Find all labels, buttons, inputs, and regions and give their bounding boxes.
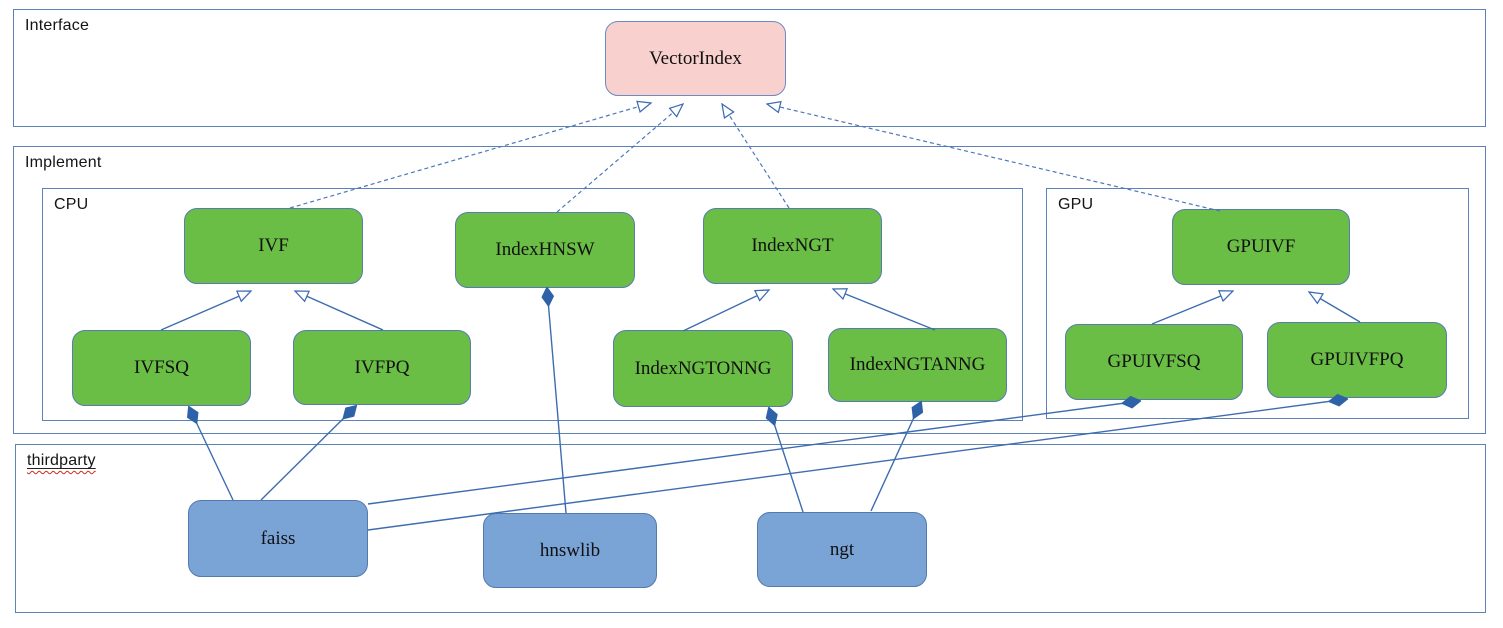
node-ivfsq: IVFSQ xyxy=(72,330,251,406)
container-thirdparty-label: thirdparty xyxy=(27,452,96,470)
container-interface-label: Interface xyxy=(25,17,90,34)
node-hnswlib: hnswlib xyxy=(483,513,657,588)
container-cpu-label: CPU xyxy=(54,196,89,213)
node-indexngtonng: IndexNGTONNG xyxy=(613,330,793,407)
node-indexngtanng: IndexNGTANNG xyxy=(828,328,1007,402)
container-gpu-label: GPU xyxy=(1058,196,1094,213)
node-gpuivfpq: GPUIVFPQ xyxy=(1267,322,1447,398)
thirdparty-label-text: thirdparty xyxy=(27,452,96,469)
node-indexngt: IndexNGT xyxy=(703,208,882,284)
node-ngt: ngt xyxy=(757,512,927,587)
node-ivf: IVF xyxy=(184,208,363,284)
node-faiss: faiss xyxy=(188,500,368,577)
container-implement-label: Implement xyxy=(25,154,102,171)
node-ivfpq: IVFPQ xyxy=(293,330,471,405)
node-gpuivfsq: GPUIVFSQ xyxy=(1065,324,1243,400)
node-vectorindex: VectorIndex xyxy=(605,21,786,96)
node-gpuivf: GPUIVF xyxy=(1172,209,1350,285)
node-indexhnsw: IndexHNSW xyxy=(455,212,635,288)
